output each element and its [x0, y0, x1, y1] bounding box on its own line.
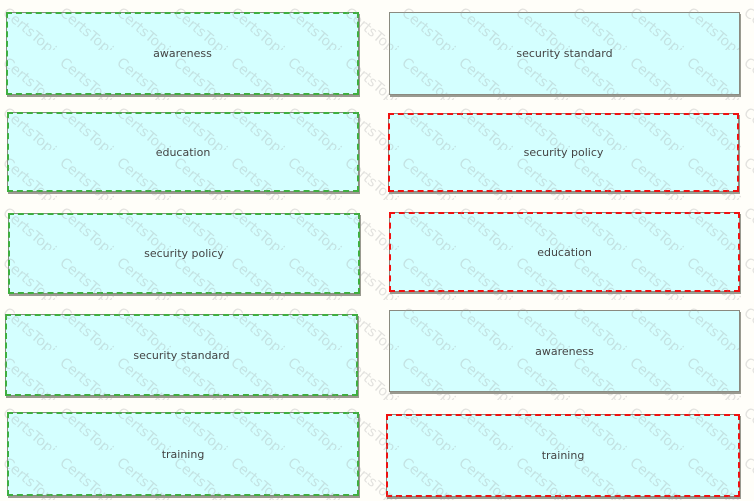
source-item-security-policy[interactable]: security policy	[8, 213, 360, 294]
target-item-security-standard[interactable]: security standard	[389, 12, 740, 95]
item-label: security standard	[133, 348, 230, 362]
item-label: training	[161, 447, 205, 461]
source-item-training[interactable]: training	[7, 412, 359, 496]
item-label: security policy	[144, 247, 224, 260]
item-label: awareness	[535, 344, 594, 358]
item-label: security standard	[516, 47, 613, 60]
item-label: awareness	[153, 47, 212, 60]
target-item-education[interactable]: education	[389, 212, 740, 292]
source-item-security-standard[interactable]: security standard	[5, 314, 358, 396]
source-item-education[interactable]: education	[7, 112, 359, 192]
item-label: security policy	[523, 146, 604, 159]
target-item-training[interactable]: training	[386, 414, 740, 497]
target-item-awareness[interactable]: awareness	[389, 310, 740, 392]
item-label: education	[537, 245, 592, 259]
item-label: training	[541, 449, 585, 462]
item-label: education	[155, 145, 211, 159]
source-item-awareness[interactable]: awareness	[6, 12, 359, 95]
target-item-security-policy[interactable]: security policy	[388, 113, 739, 192]
